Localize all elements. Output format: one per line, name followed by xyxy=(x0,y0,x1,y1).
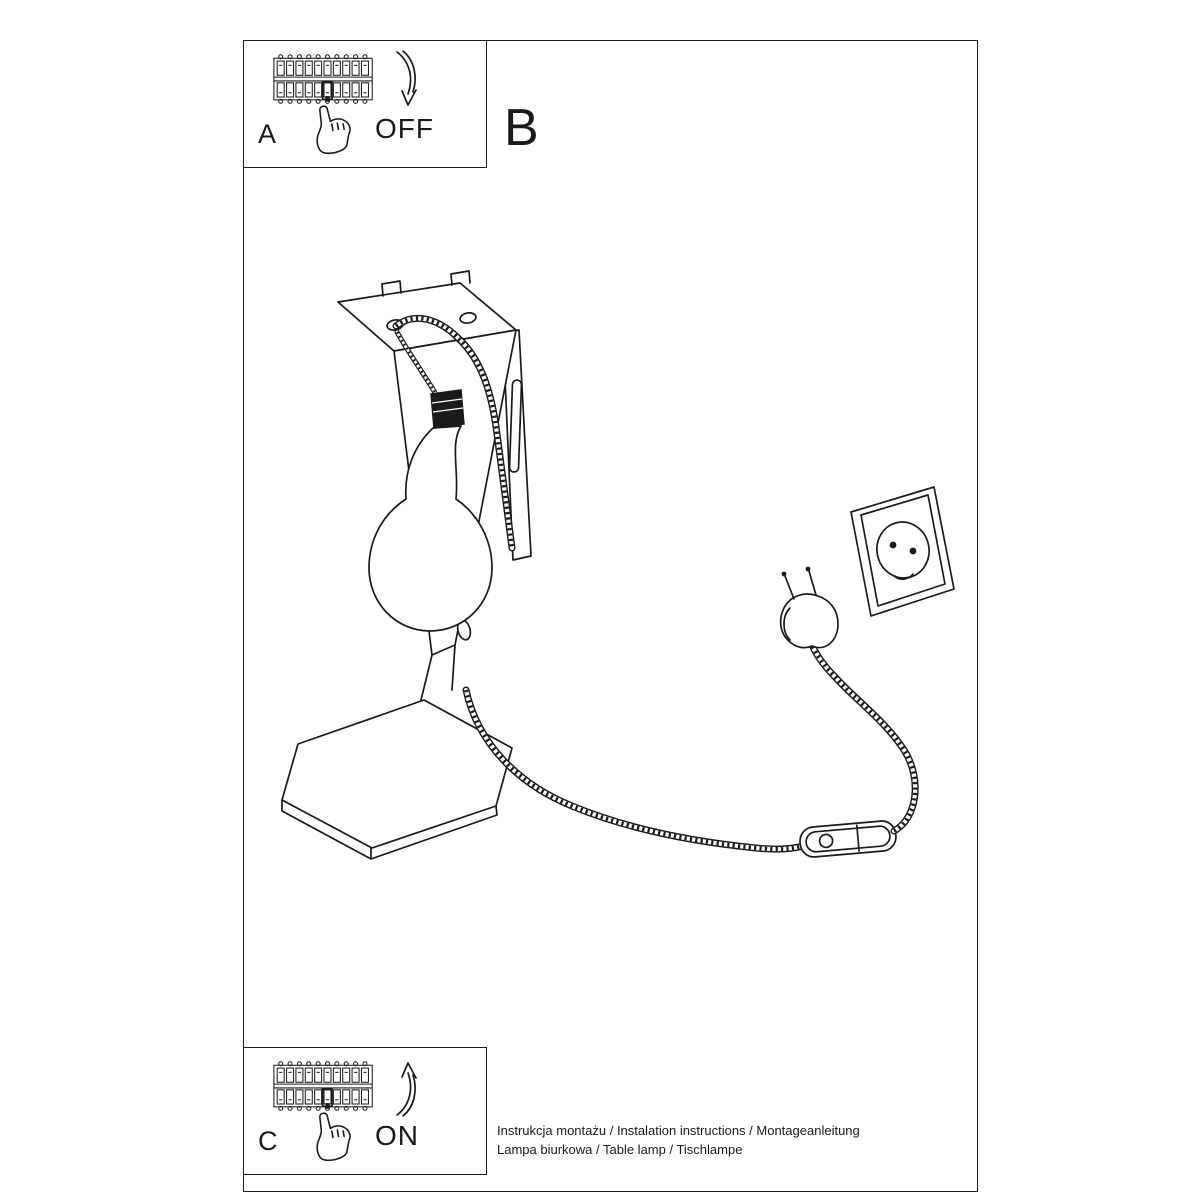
curved-arrow-down-icon xyxy=(396,50,417,106)
pressing-hand-icon xyxy=(310,101,355,157)
caption-line-2: Lampa biurkowa / Table lamp / Tischlampe xyxy=(497,1142,743,1157)
off-label: OFF xyxy=(375,113,434,144)
panel-b-frame xyxy=(243,40,978,1192)
caption-line-1: Instrukcja montażu / Instalation instruc… xyxy=(497,1123,860,1138)
panel-a-label: A xyxy=(258,119,277,149)
panel-c-label: C xyxy=(258,1126,278,1156)
curved-arrow-up-icon xyxy=(396,1062,417,1117)
panel-b-label: B xyxy=(504,99,539,157)
panel-a: A OFF xyxy=(243,40,487,168)
caption-block: Instrukcja montażu / Instalation instruc… xyxy=(497,1121,860,1159)
pressing-hand-icon xyxy=(310,1108,355,1164)
panel-c: C ON xyxy=(243,1047,487,1175)
on-label: ON xyxy=(375,1120,419,1151)
